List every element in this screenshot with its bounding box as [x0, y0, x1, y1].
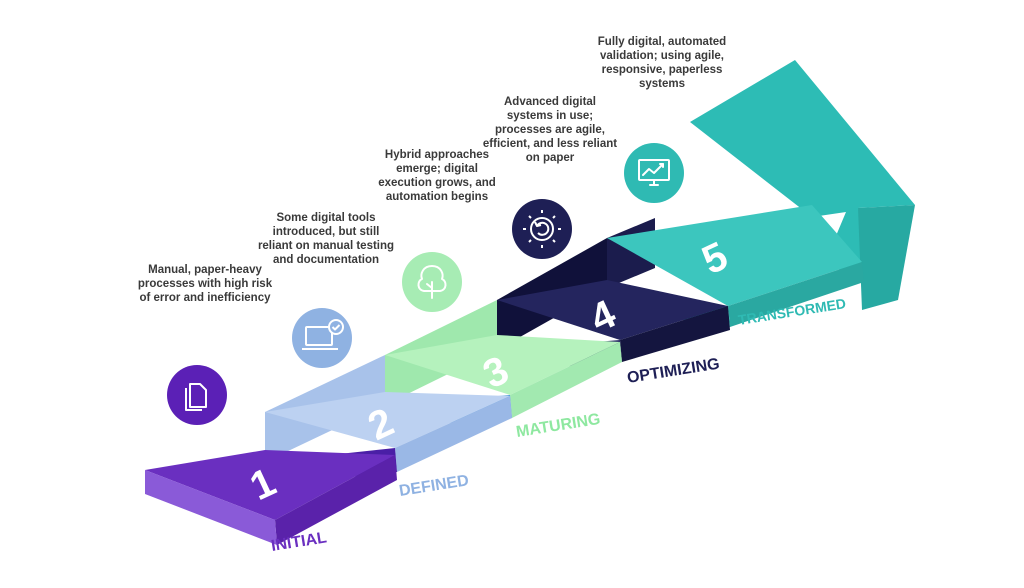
stage-label-defined: DEFINED — [398, 472, 470, 500]
laptop-check-icon — [302, 319, 344, 350]
tree-icon — [417, 265, 447, 299]
stage-4-description: Advanced digital systems in use; process… — [482, 96, 618, 164]
stage-3-description: Hybrid approaches emerge; digital execut… — [378, 149, 496, 203]
step-3-top — [385, 335, 620, 395]
step-5-front — [728, 262, 864, 327]
monitor-chart-icon — [638, 159, 670, 186]
stage-label-optimizing: OPTIMIZING — [626, 356, 721, 387]
stage-1-icon-badge — [167, 365, 227, 425]
step-4-top — [497, 280, 728, 340]
stage-5-description: Fully digital, automated validation; usi… — [597, 36, 727, 90]
step-2-front — [395, 396, 512, 472]
step-1 — [145, 450, 397, 545]
step-1-left — [145, 470, 277, 545]
stage-label-maturing: MATURING — [515, 411, 602, 441]
stage-4-icon-badge — [512, 199, 572, 259]
step-4-front — [620, 306, 730, 362]
document-copy-icon — [185, 383, 207, 411]
gear-refresh-icon — [523, 210, 561, 248]
step-1-top — [145, 450, 395, 520]
stage-1-description: Manual, paper-heavy processes with high … — [137, 264, 273, 304]
step-5 — [607, 60, 915, 327]
stage-3-icon-badge — [402, 252, 462, 312]
step-3-front — [510, 342, 622, 418]
step-1-front — [275, 455, 397, 545]
stage-2-icon-badge — [292, 308, 352, 368]
growth-arrow-side — [858, 205, 915, 310]
step-2-top — [265, 392, 510, 448]
stage-2-description: Some digital tools introduced, but still… — [257, 212, 395, 266]
step-5-top — [607, 205, 862, 306]
stage-5-icon-badge — [624, 143, 684, 203]
growth-arrow — [690, 60, 915, 292]
